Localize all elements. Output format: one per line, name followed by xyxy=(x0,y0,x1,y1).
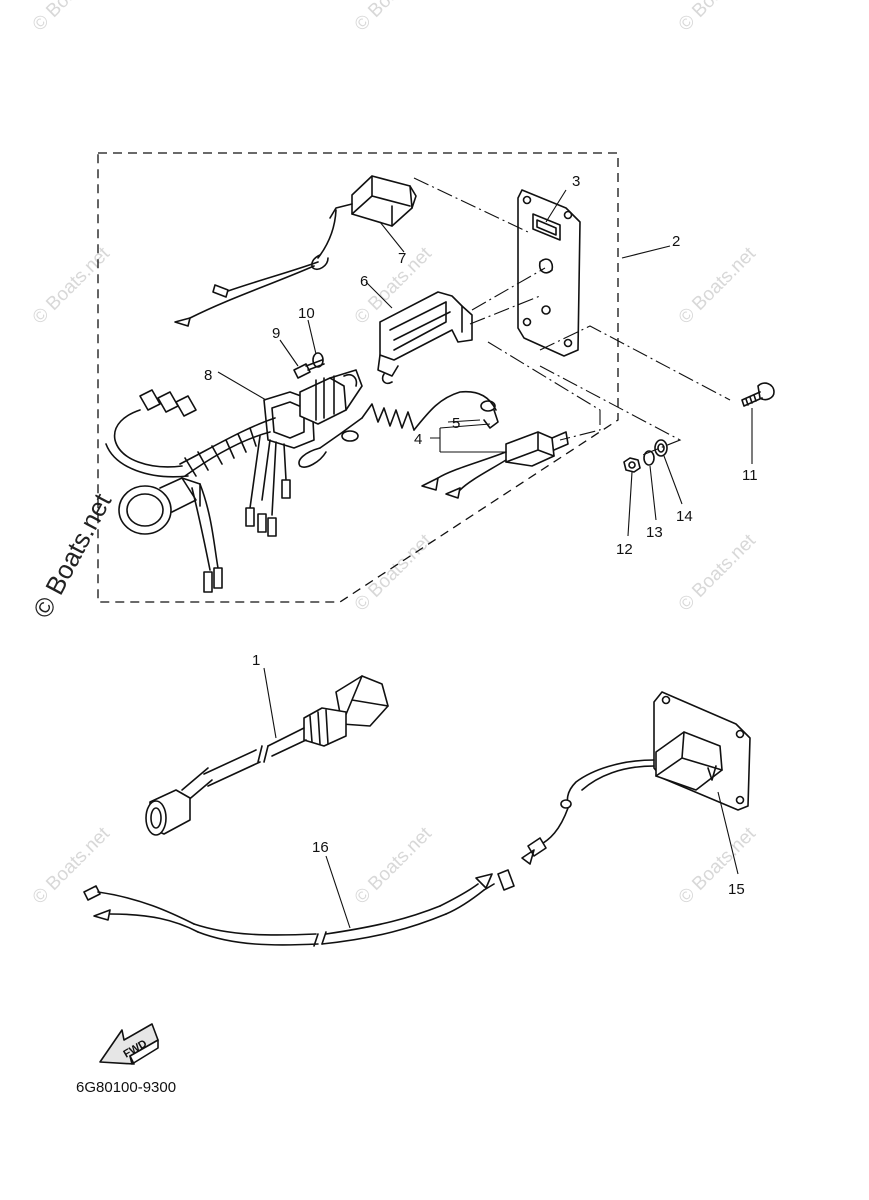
watermark: © Boats.net xyxy=(29,243,115,329)
callout-7: 7 xyxy=(398,250,406,267)
panel-switch-part xyxy=(521,691,751,865)
callout-3: 3 xyxy=(572,173,580,190)
harness-part xyxy=(105,369,363,593)
watermark: © Boats.net xyxy=(351,530,437,616)
callout-8: 8 xyxy=(204,367,212,384)
callout-1: 1 xyxy=(252,652,260,669)
watermark: © Boats.net xyxy=(675,823,761,909)
alignment-lines xyxy=(413,177,731,457)
bolt-part xyxy=(741,382,775,407)
callout-2: 2 xyxy=(672,233,680,250)
callout-14: 14 xyxy=(676,508,693,525)
bracket-part xyxy=(377,291,473,385)
watermark: © Boats.net xyxy=(351,0,437,36)
switch-part xyxy=(174,175,417,327)
screw-washer-parts xyxy=(293,352,325,379)
nut-washer-parts xyxy=(623,439,668,473)
extension-cable-part xyxy=(145,675,389,836)
watermark: © Boats.net xyxy=(29,823,115,909)
spring-cord-part xyxy=(298,390,499,468)
lanyard-switch-part xyxy=(421,431,569,499)
callout-5: 5 xyxy=(452,415,460,432)
callout-10: 10 xyxy=(298,305,315,322)
callout-labels: 1 2 3 4 5 6 7 8 9 10 11 12 13 14 15 16 xyxy=(204,173,758,898)
mounting-plate-part xyxy=(517,189,581,357)
callout-11: 11 xyxy=(742,467,758,484)
callout-12: 12 xyxy=(616,541,633,558)
leader-lines xyxy=(217,189,753,929)
watermark: © Boats.net xyxy=(29,0,115,36)
diagram-code: 6G80100-9300 xyxy=(76,1079,176,1096)
callout-13: 13 xyxy=(646,524,663,541)
assembly-boundary xyxy=(97,152,619,603)
fwd-arrow-icon: FWD xyxy=(99,1023,159,1065)
callout-6: 6 xyxy=(360,273,368,290)
callout-4: 4 xyxy=(414,431,422,448)
watermark: © Boats.net xyxy=(675,243,761,329)
callout-16: 16 xyxy=(312,839,329,856)
cable-part xyxy=(83,869,515,947)
watermark: © Boats.net xyxy=(675,530,761,616)
callout-9: 9 xyxy=(272,325,280,342)
watermark: © Boats.net xyxy=(351,823,437,909)
callout-15: 15 xyxy=(728,881,745,898)
watermark: © Boats.net xyxy=(675,0,761,36)
